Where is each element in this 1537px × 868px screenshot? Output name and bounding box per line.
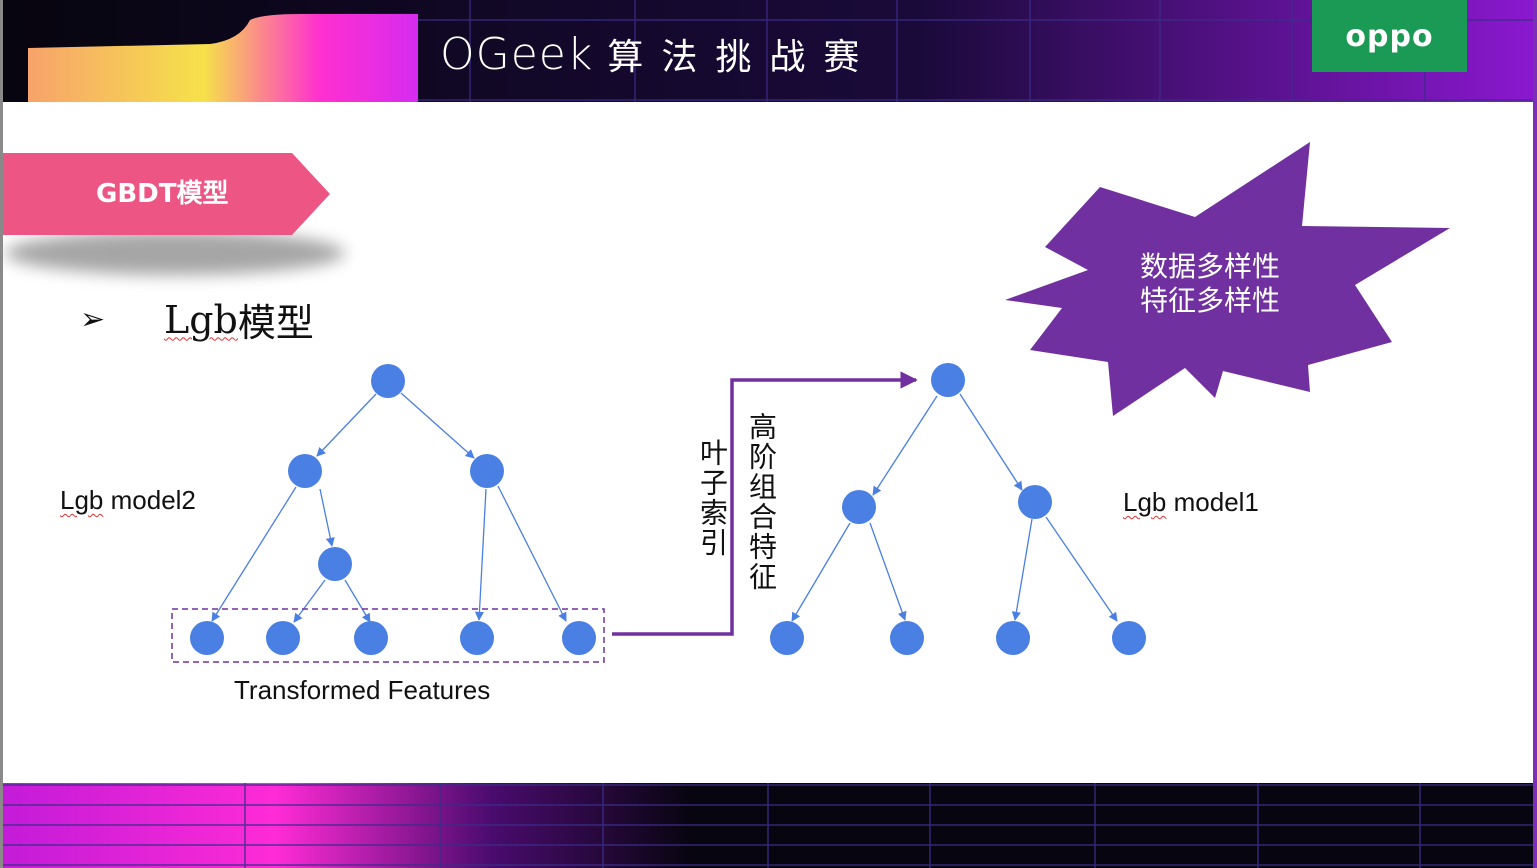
header-decoration xyxy=(0,0,1537,102)
left-edge xyxy=(319,488,335,547)
leaf-node xyxy=(1112,621,1146,655)
tree-node xyxy=(371,364,405,398)
leaf-node xyxy=(190,621,224,655)
transformed-features-box xyxy=(171,608,605,663)
event-title-cn: 算法挑战赛 xyxy=(607,37,878,78)
left-edge xyxy=(344,579,371,623)
left-edge xyxy=(316,393,377,457)
left-model-label: Lgb model2 xyxy=(60,485,196,516)
section-tag-label: GBDT模型 xyxy=(96,179,229,209)
left-edge xyxy=(400,392,475,459)
leaf-node xyxy=(460,621,494,655)
right-model-lgb: Lgb xyxy=(1123,487,1167,517)
left-edge xyxy=(293,579,326,623)
starburst-text: 数据多样性 特征多样性 xyxy=(1110,250,1310,318)
arrow-bullet-icon: ➢ xyxy=(80,302,106,337)
right-edge xyxy=(1011,518,1033,621)
left-edge-strip xyxy=(0,0,3,868)
leaf-node xyxy=(996,621,1030,655)
tree-node xyxy=(288,454,322,488)
tree-node xyxy=(842,490,876,524)
heading-lgb: Lgb xyxy=(164,297,238,342)
event-title: OGeek 算法挑战赛 xyxy=(440,26,877,82)
footer-decoration xyxy=(0,783,1537,868)
left-model-lgb: Lgb xyxy=(60,485,104,515)
left-edge xyxy=(497,485,567,622)
tree-node xyxy=(470,454,504,488)
right-edge xyxy=(1045,516,1118,622)
left-edge xyxy=(211,486,297,622)
oppo-logo: oppo xyxy=(1312,0,1467,72)
transformed-features-label: Transformed Features xyxy=(234,675,491,705)
right-edge xyxy=(959,393,1023,491)
tree-node xyxy=(931,363,965,397)
leaf-node xyxy=(770,621,804,655)
leaf-node xyxy=(562,621,596,655)
burst-line-feature-diversity: 特征多样性 xyxy=(1139,284,1280,317)
right-edge xyxy=(872,395,938,496)
header-banner: OGeek 算法挑战赛 oppo xyxy=(0,0,1537,102)
tree-node xyxy=(318,547,352,581)
high-order-features-label: 高阶组合特征 xyxy=(745,412,778,592)
right-model-name: model1 xyxy=(1166,487,1259,517)
ogeek-logo: OGeek xyxy=(440,28,594,80)
burst-line-data-diversity: 数据多样性 xyxy=(1139,250,1280,283)
section-tag-shape xyxy=(0,153,345,275)
right-edge-strip xyxy=(1533,0,1537,868)
tree-node xyxy=(1018,485,1052,519)
leaf-index-label: 叶子索引 xyxy=(696,438,729,558)
connector-arrow xyxy=(612,371,918,636)
oppo-logo-text: oppo xyxy=(1345,18,1434,54)
leaf-node xyxy=(266,621,300,655)
leaf-node xyxy=(890,621,924,655)
right-model-label: Lgb model1 xyxy=(1123,487,1259,518)
left-model-name: model2 xyxy=(103,485,196,515)
leaf-node xyxy=(354,621,388,655)
right-edge xyxy=(869,522,907,621)
heading-model: 模型 xyxy=(237,301,314,345)
starburst-shape xyxy=(1005,142,1450,416)
footer-banner xyxy=(0,783,1537,868)
left-edge xyxy=(474,488,487,621)
right-edge xyxy=(791,522,851,622)
